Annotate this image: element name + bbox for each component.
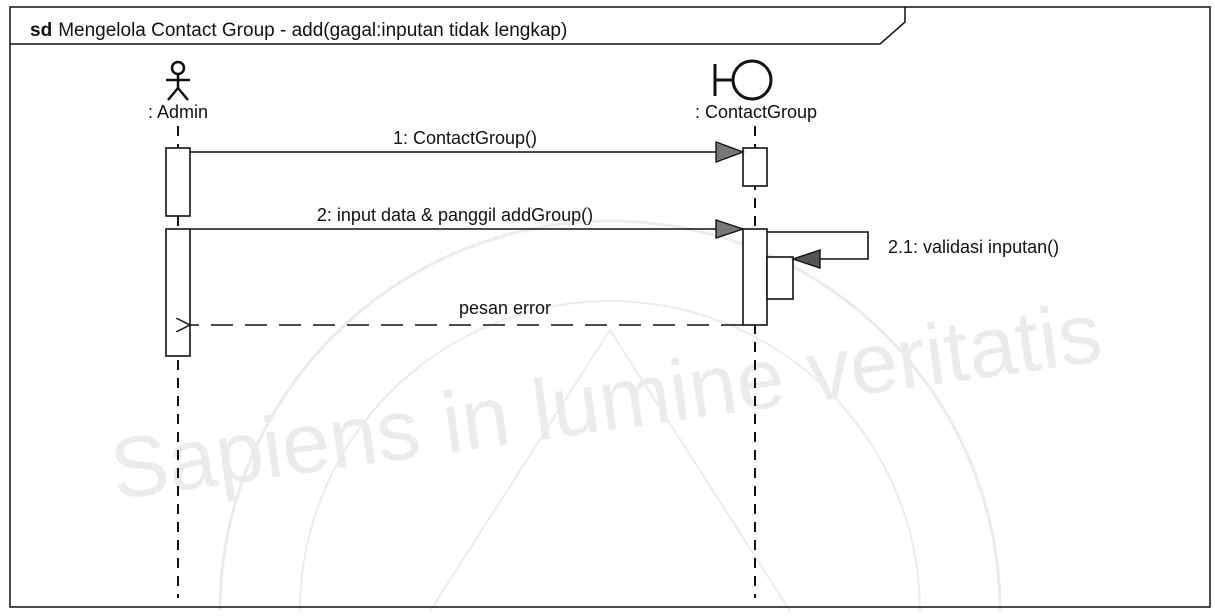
message-2-label: 2: input data & panggil addGroup() (317, 205, 593, 225)
contact-group-activation-1 (742, 147, 768, 187)
contact-group-label: : ContactGroup (695, 102, 817, 122)
message-2-1-arrowhead (790, 249, 821, 269)
message-1-arrowhead (715, 140, 746, 164)
boundary-icon (713, 59, 773, 101)
frame-keyword: sd (30, 20, 52, 41)
contact-group-lifeline: : ContactGroup (695, 59, 817, 598)
message-2: 2: input data & panggil addGroup() (190, 205, 746, 239)
contact-group-activation-2 (742, 228, 768, 326)
frame-title: sd Mengelola Contact Group - add(gagal:in… (30, 20, 567, 41)
message-2-1: 2.1: validasi inputan() (767, 231, 1059, 269)
actor-icon (166, 60, 190, 101)
admin-lifeline: : Admin (148, 60, 208, 598)
svg-text:Sapiens in lumine veritatis: Sapiens in lumine veritatis (105, 284, 1108, 518)
return-message: pesan error (190, 298, 743, 325)
admin-activation-1 (165, 147, 191, 217)
watermark: Sapiens in lumine veritatis (105, 219, 1108, 612)
admin-activation-2 (165, 228, 191, 357)
message-1-label: 1: ContactGroup() (393, 128, 537, 148)
message-1: 1: ContactGroup() (190, 128, 746, 164)
contact-group-nested-activation (766, 256, 794, 300)
admin-label: : Admin (148, 102, 208, 122)
message-2-1-label: 2.1: validasi inputan() (888, 237, 1059, 257)
message-2-arrowhead (715, 219, 746, 239)
frame-title-text: Mengelola Contact Group - add(gagal:inpu… (58, 20, 567, 41)
return-message-label: pesan error (459, 298, 551, 318)
sd-frame: sd Mengelola Contact Group - add(gagal:in… (9, 6, 1211, 608)
